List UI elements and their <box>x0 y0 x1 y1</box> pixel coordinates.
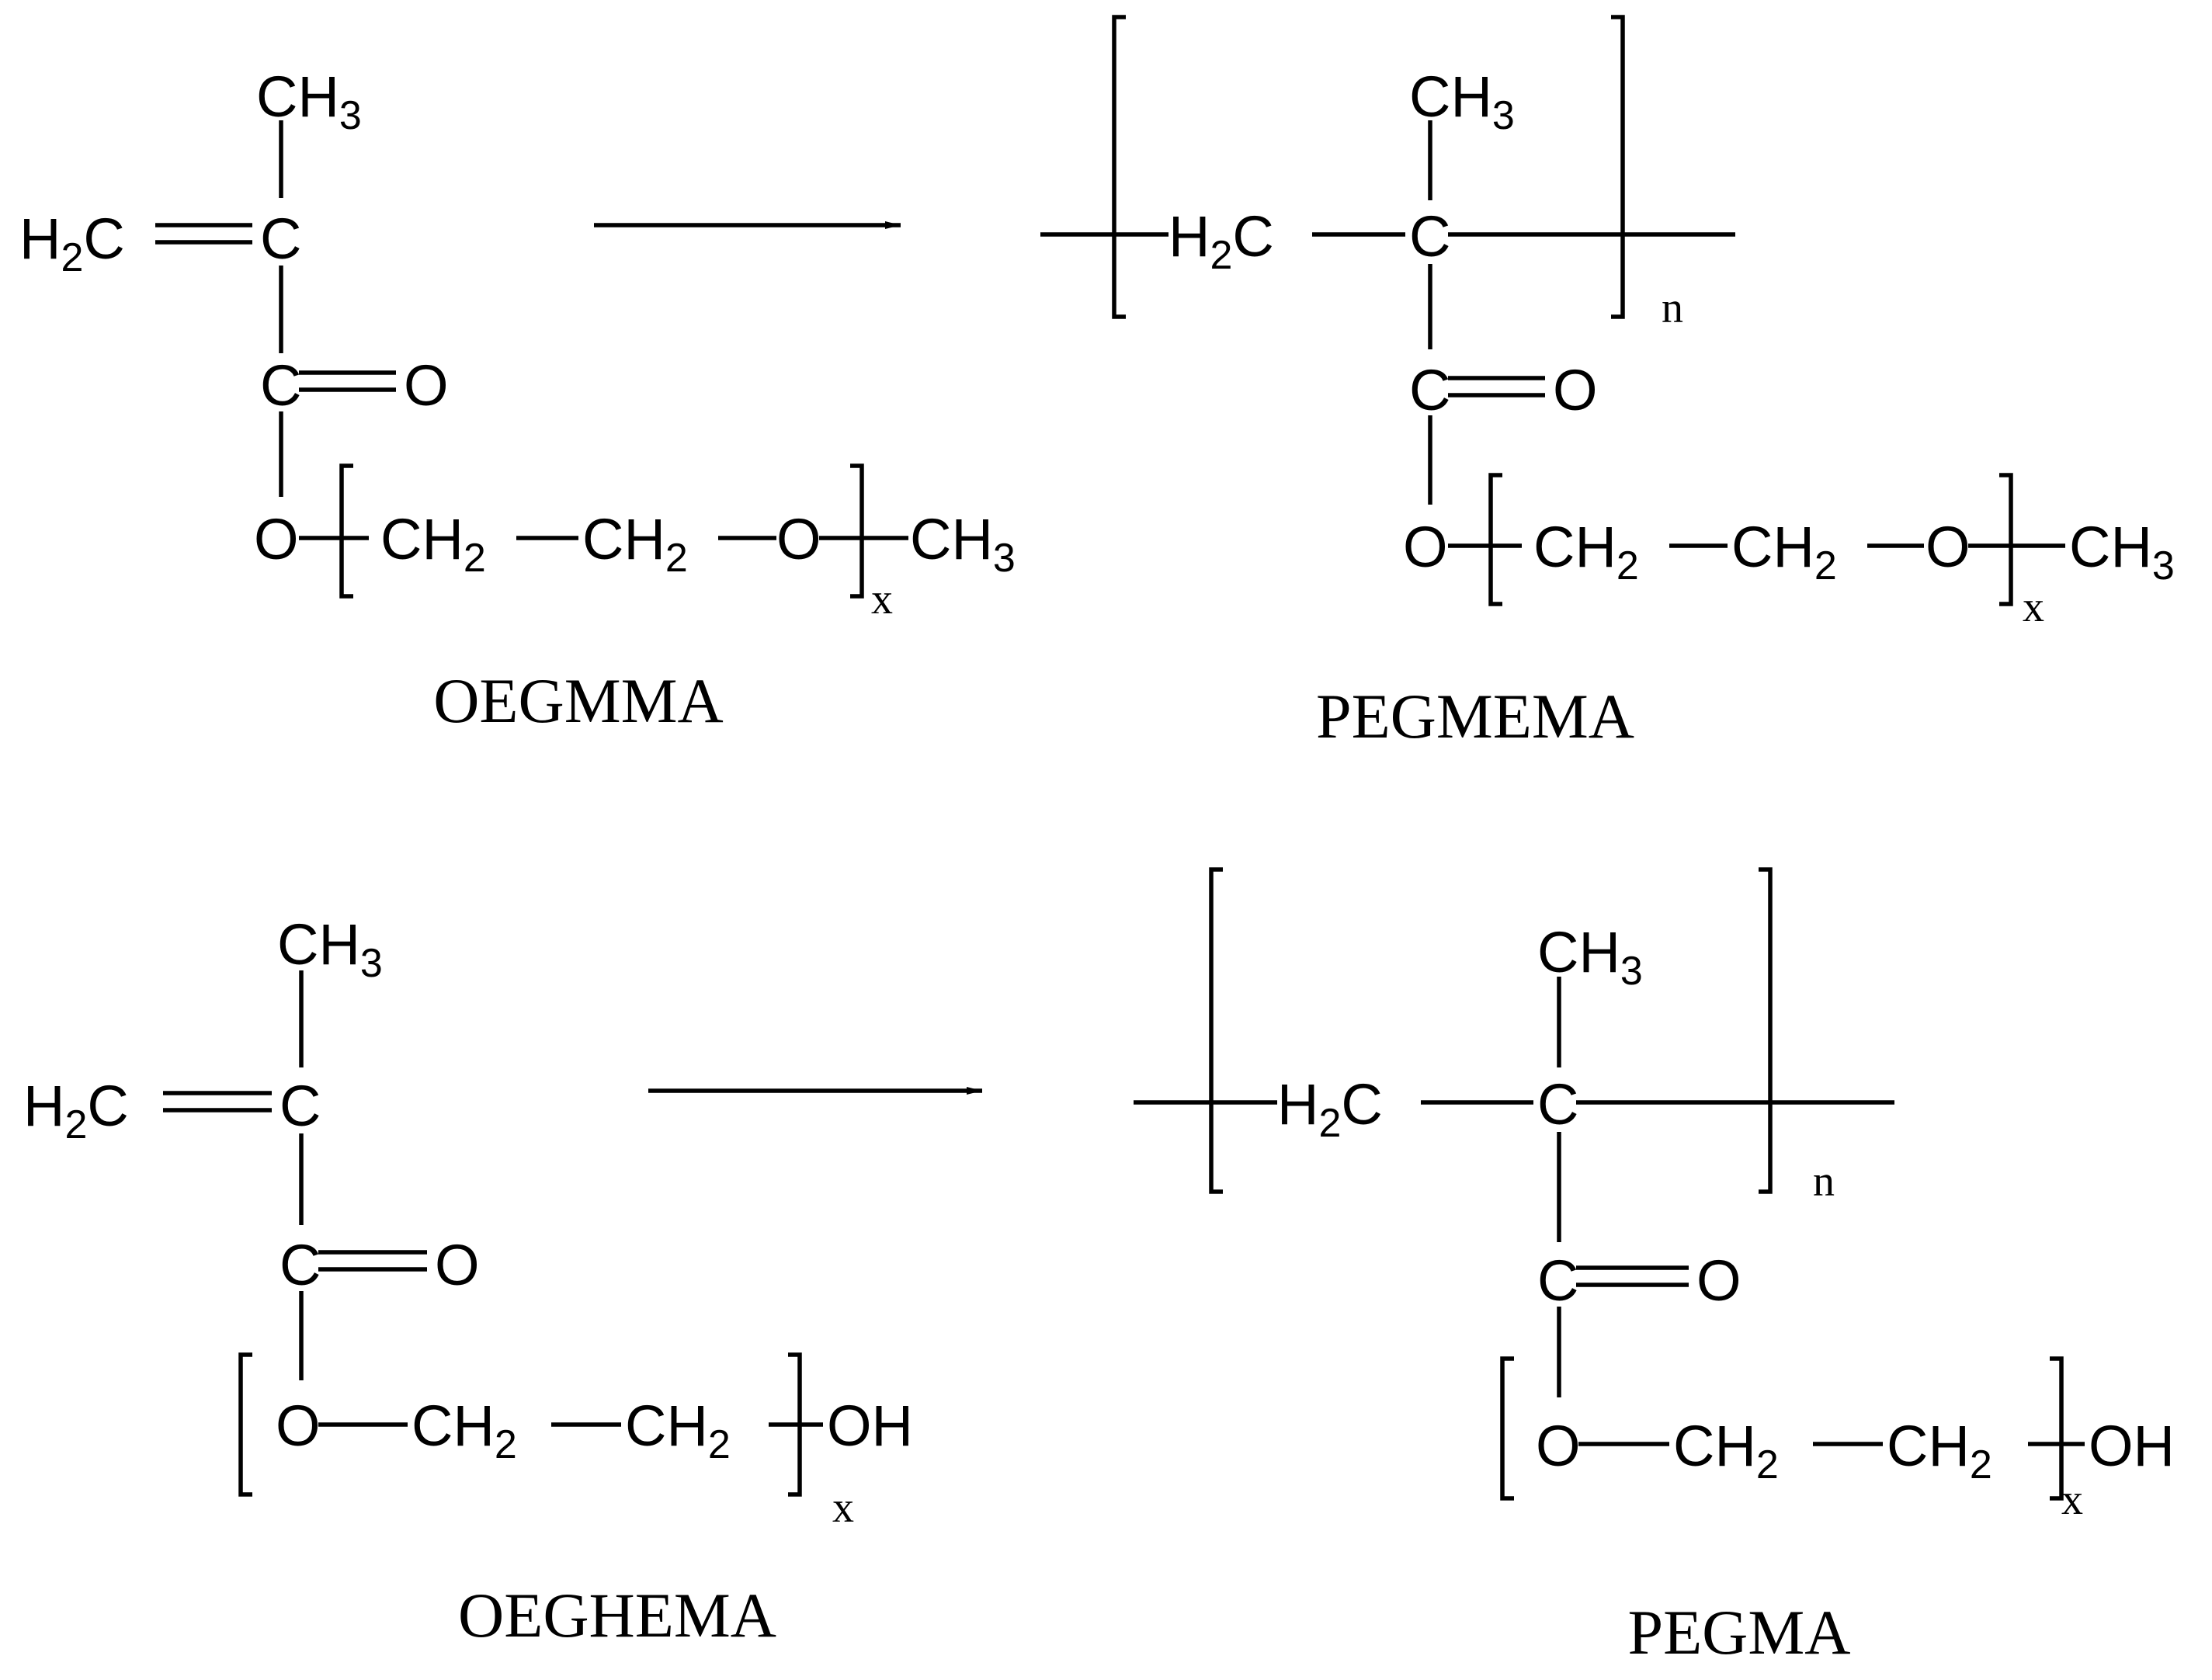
atom-ch2: CH2 <box>1731 515 1837 588</box>
atom-o: O <box>1536 1414 1581 1478</box>
atom-h2c: H2C <box>1169 204 1274 278</box>
bracket-left <box>238 1352 252 1497</box>
atom-ch2: CH2 <box>380 507 486 581</box>
atom-c: C <box>1409 204 1450 269</box>
atom-ch3: CH3 <box>256 64 362 138</box>
atom-h2c: H2C <box>23 1074 129 1147</box>
atom-oh: OH <box>827 1394 913 1458</box>
atom-c: C <box>1409 358 1450 422</box>
atom-ch2: CH2 <box>1533 515 1639 588</box>
compound-label: PEGMA <box>1627 1597 1850 1668</box>
bracket-right <box>850 463 864 599</box>
atom-o: O <box>276 1394 321 1458</box>
index-x: x <box>832 1484 854 1532</box>
atom-o: O <box>776 507 821 571</box>
atom-c: C <box>1537 1072 1578 1137</box>
atom-h2c: H2C <box>1277 1072 1383 1146</box>
atom-ch3: CH3 <box>910 507 1016 581</box>
atom-h2c: H2C <box>19 207 125 280</box>
atom-o: O <box>1926 515 1971 579</box>
atom-ch2: CH2 <box>411 1394 517 1467</box>
atom-c: C <box>280 1074 321 1138</box>
atom-ch3: CH3 <box>277 912 383 986</box>
index-x: x <box>2061 1476 2083 1524</box>
index-x: x <box>871 575 893 623</box>
bracket-right <box>1759 867 1773 1194</box>
index-x: x <box>2023 583 2044 631</box>
compound-label: OEGHEMA <box>458 1580 776 1650</box>
bracket-left <box>1112 15 1126 319</box>
atom-ch3: CH3 <box>2069 515 2175 588</box>
atom-ch2: CH2 <box>582 507 688 581</box>
index-n: n <box>1813 1158 1835 1206</box>
index-n: n <box>1662 284 1683 332</box>
atom-oh: OH <box>2089 1414 2175 1478</box>
compound-label: OEGMMA <box>433 665 724 736</box>
atom-o: O <box>404 353 449 418</box>
atom-ch3: CH3 <box>1409 64 1515 138</box>
atom-ch2: CH2 <box>1673 1414 1779 1487</box>
bracket-right <box>1999 473 2013 606</box>
bracket-right <box>1611 15 1625 319</box>
atom-o: O <box>254 507 299 571</box>
bracket-left <box>1500 1356 1514 1501</box>
polymer-pegma: H2C C n CH3 C O O CH2 CH2 x OH PEGMA <box>1134 867 2175 1668</box>
atom-o: O <box>1696 1248 1741 1313</box>
atom-o: O <box>1403 515 1448 579</box>
atom-ch2: CH2 <box>1887 1414 1992 1487</box>
bracket-right <box>788 1352 802 1497</box>
polymer-pegmema: H2C C n CH3 C O O CH2 CH2 O x CH3 PEGMEM… <box>1040 15 2175 751</box>
atom-ch3: CH3 <box>1537 920 1643 994</box>
atom-c: C <box>280 1233 321 1297</box>
atom-c: C <box>1537 1248 1578 1313</box>
bracket-left <box>1488 473 1502 606</box>
atom-c: C <box>260 353 301 418</box>
bracket-left <box>339 463 353 599</box>
atom-ch2: CH2 <box>625 1394 731 1467</box>
monomer-oegmma: CH3 H2C C C O O CH2 CH2 O x CH3 OEGMMA <box>19 64 1016 736</box>
atom-o: O <box>1553 358 1598 422</box>
atom-o: O <box>435 1233 480 1297</box>
bracket-right <box>2050 1356 2064 1501</box>
atom-c: C <box>260 207 301 271</box>
monomer-oeghema: CH3 H2C C C O O CH2 CH2 x OH OEGHEMA <box>23 912 913 1650</box>
bracket-left <box>1209 867 1223 1194</box>
compound-label: PEGMEMA <box>1316 681 1634 751</box>
